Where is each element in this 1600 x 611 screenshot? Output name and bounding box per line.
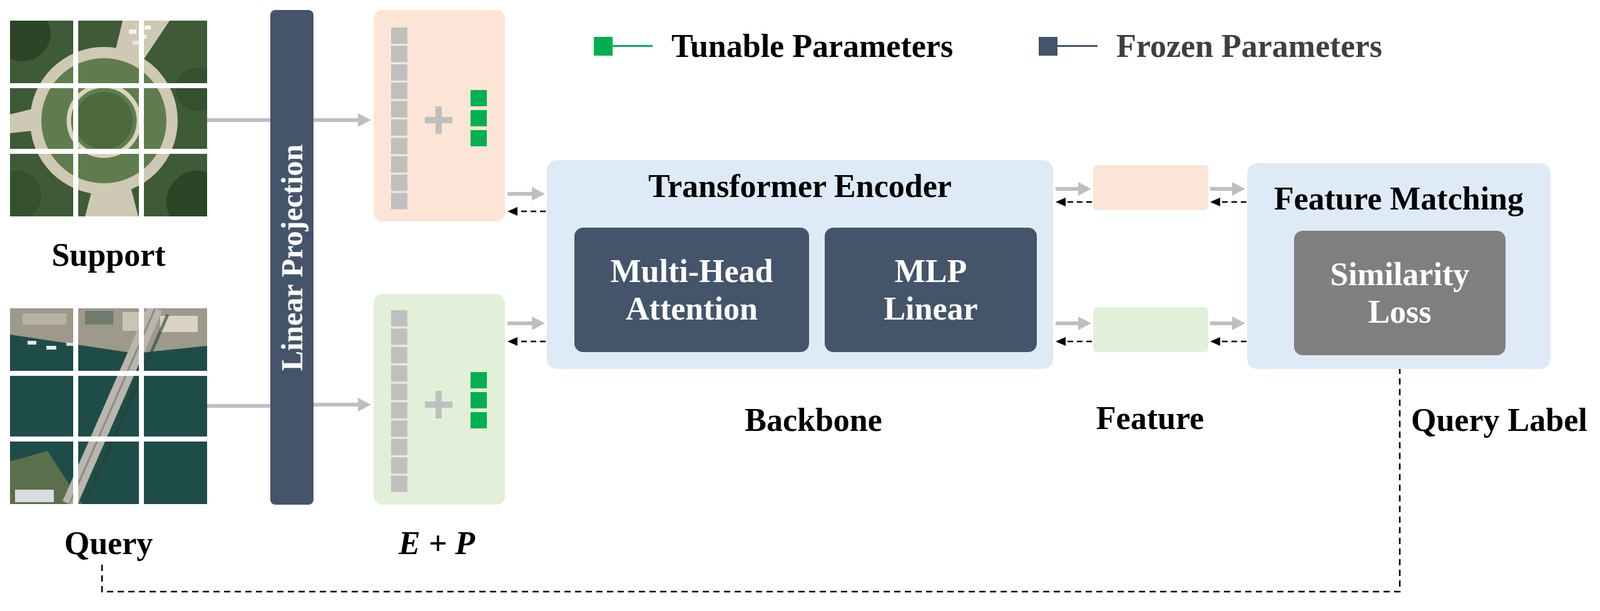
legend-line: [612, 45, 653, 47]
node-label: MLP Linear: [856, 252, 1007, 328]
section-label: Feature: [1096, 399, 1204, 438]
embedding-label: E + P: [398, 524, 475, 563]
loss-box: Similarity Loss: [1294, 230, 1506, 356]
section-label: Backbone: [744, 401, 883, 440]
connector: [207, 404, 271, 408]
node-label: Query: [10, 524, 208, 563]
legend-text: Frozen Parameters: [1116, 27, 1383, 66]
flow-arrows: [313, 113, 1247, 412]
embedding-support: [373, 10, 505, 222]
projection-bar: Linear Projection: [270, 10, 314, 505]
image-panel: Query: [10, 308, 208, 566]
query-image: [10, 308, 208, 505]
node-label: Similarity Loss: [1318, 255, 1482, 332]
process-box: Multi-Head Attention: [574, 227, 810, 353]
edge-label: Query Label: [1411, 401, 1588, 440]
legend-swatch: [593, 36, 613, 56]
matching-box: Feature MatchingSimilarity Loss: [1247, 163, 1551, 370]
node-label: Feature Matching: [1247, 180, 1551, 218]
legend-swatch: [1038, 36, 1058, 56]
image-panel: Support: [10, 20, 208, 278]
feature-support: [1093, 165, 1209, 211]
encoder-box: Transformer EncoderMulti-Head Attention M…: [546, 160, 1054, 370]
legend-text: Tunable Parameters: [671, 27, 953, 66]
node-label: Linear Projection: [274, 143, 310, 371]
connector: [207, 118, 271, 123]
node-label: Transformer Encoder: [546, 167, 1054, 206]
node-label: Support: [10, 236, 208, 275]
embedding-query: [373, 294, 505, 505]
process-box: MLP Linear: [824, 227, 1037, 353]
feature-query: [1093, 307, 1209, 353]
node-label: Multi-Head Attention: [585, 252, 799, 328]
support-image: [10, 20, 208, 217]
legend-line: [1057, 45, 1098, 47]
